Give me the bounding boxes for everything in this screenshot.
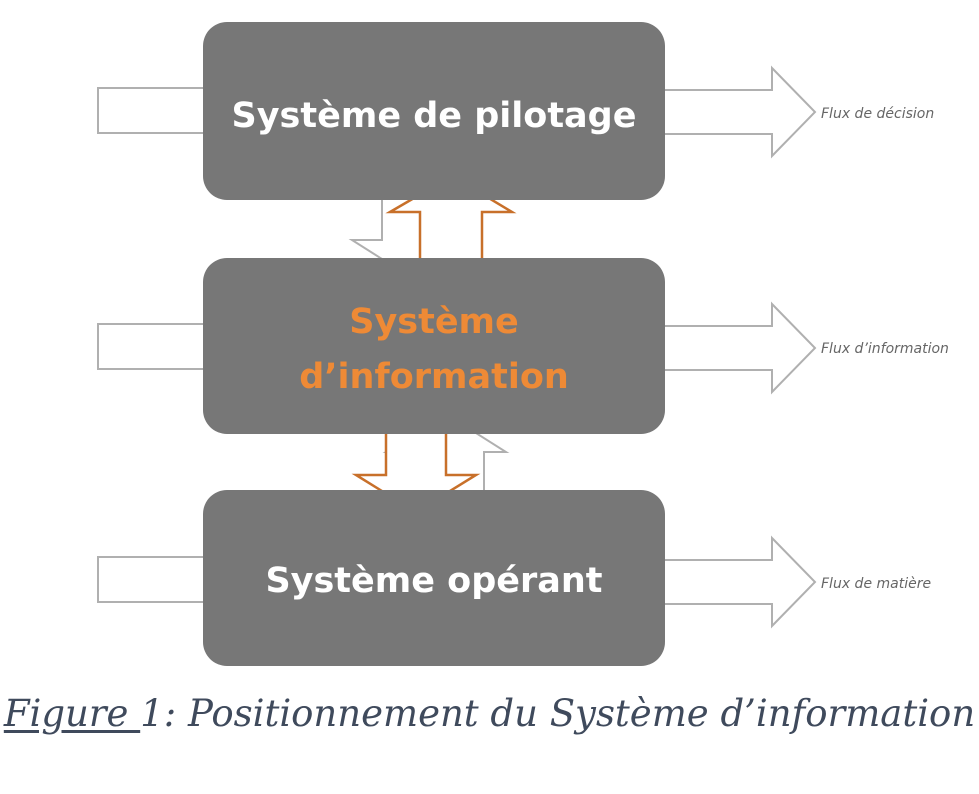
box-systeme-pilotage (203, 22, 665, 200)
flux-label-matiere: Flux de matière (821, 576, 931, 592)
box-label-operant: Système opérant (265, 561, 602, 601)
flux-label-decision: Flux de décision (821, 106, 934, 122)
figure-caption: Figure 1: Positionnement du Système d’in… (0, 692, 979, 735)
box-systeme-information (203, 258, 665, 434)
figure-reference: Figure (3, 692, 141, 735)
box-label-information-line1: Système (349, 302, 519, 342)
flux-label-information: Flux d’information (821, 341, 949, 357)
box-systeme-operant (203, 490, 665, 666)
box-label-pilotage: Système de pilotage (232, 96, 637, 136)
output-arrow-matiere (639, 535, 817, 629)
diagram-canvas: Système de pilotage Système d’informatio… (97, 22, 949, 666)
box-label-information-line2: d’information (299, 357, 569, 397)
output-arrow-decision (639, 65, 817, 159)
figure-caption-text: 1: Positionnement du Système d’informati… (140, 692, 976, 735)
output-arrow-information (639, 301, 817, 395)
